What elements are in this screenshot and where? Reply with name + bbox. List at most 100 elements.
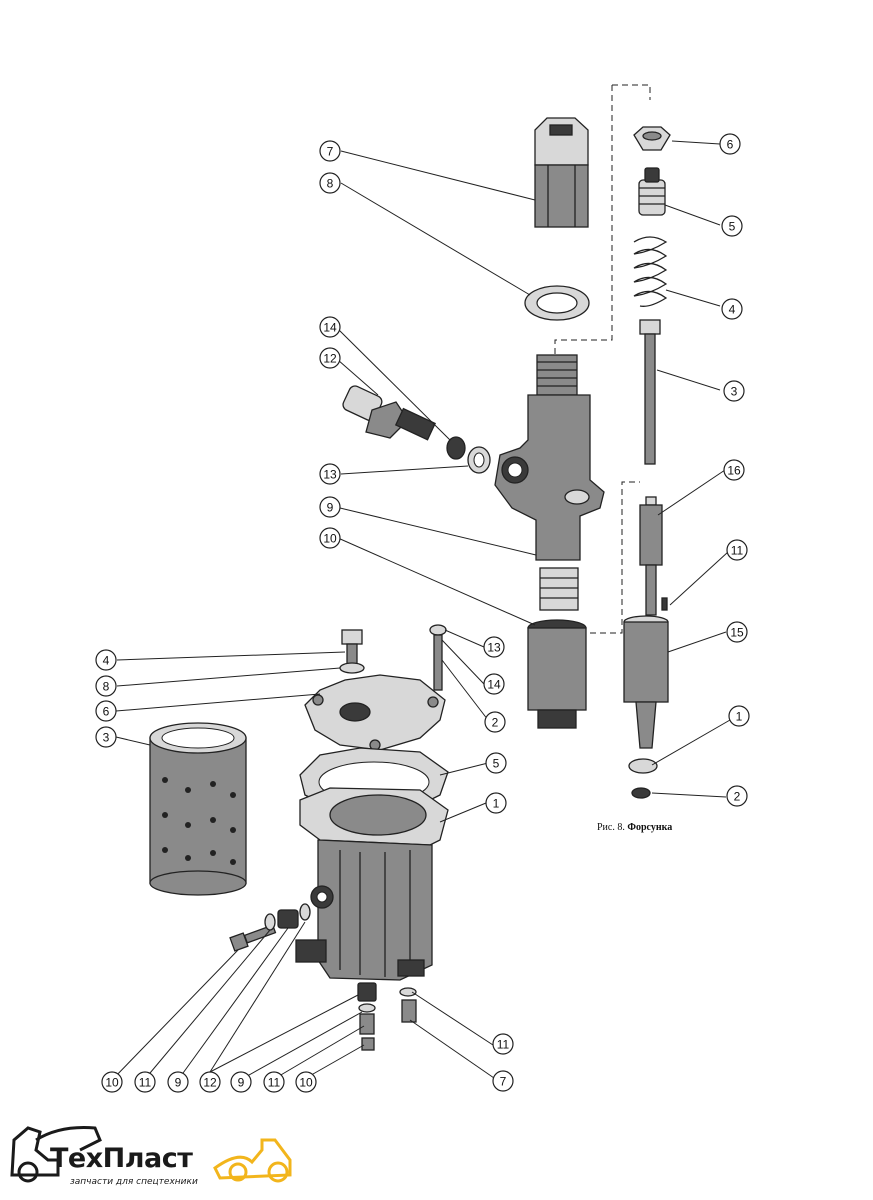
callout-number: 7 [327,145,334,159]
caption-prefix: Рис. 8. [597,822,625,833]
callout-filter-15: 12 [199,1071,221,1093]
callout-filter-7: 2 [484,711,506,733]
callout-number: 4 [729,303,736,317]
callout-injector-4: 3 [723,380,745,402]
callout-filter-1: 4 [95,649,117,671]
part-stud [429,624,447,691]
callout-injector-3: 4 [721,298,743,320]
part-rod-3 [639,319,661,465]
callout-number: 9 [327,501,334,515]
callout-number: 2 [734,790,741,804]
part-spring-4 [633,236,668,307]
part-cover-6 [304,674,446,751]
callout-injector-16: 2 [726,785,748,807]
callout-number: 13 [487,641,501,655]
callout-filter-14: 9 [167,1071,189,1093]
callout-injector-13: 11 [726,539,748,561]
callout-number: 11 [731,544,744,558]
part-seal-2 [631,787,651,799]
callout-number: 11 [268,1076,281,1090]
callout-number: 10 [299,1076,313,1090]
part-bolt-4 [341,629,363,665]
caption-title: Форсунка [627,822,673,833]
logo-text: ТехПласт [50,1143,193,1174]
callout-injector-6: 8 [319,172,341,194]
callout-number: 7 [500,1075,507,1089]
callout-number: 8 [327,177,334,191]
callout-number: 6 [103,705,110,719]
callout-injector-1: 6 [719,133,741,155]
part-bottom-fittings [357,982,417,1051]
callout-number: 4 [103,654,110,668]
callout-number: 8 [103,680,110,694]
part-washer-8 [524,285,590,321]
callout-number: 13 [323,468,337,482]
part-injector-body [494,354,605,611]
part-cap-nut-7 [534,117,589,228]
part-gasket-13 [467,446,491,474]
callout-filter-3: 6 [95,700,117,722]
part-washer-8b [339,662,365,674]
callout-filter-12: 10 [101,1071,123,1093]
callout-filter-18: 10 [295,1071,317,1093]
callout-injector-15: 1 [728,705,750,727]
part-nozzle-nut-10 [527,619,587,729]
part-nut-6 [633,126,671,151]
callout-number: 1 [736,710,743,724]
callout-number: 12 [323,352,337,366]
assembly-guide-body [554,85,613,355]
callout-number: 15 [730,626,744,640]
assembly-guide-top [612,84,651,100]
part-side-fittings [229,903,311,952]
callout-filter-5: 13 [483,636,505,658]
callout-filter-13: 11 [134,1071,156,1093]
callout-filter-6: 14 [483,673,505,695]
callout-injector-12: 16 [723,459,745,481]
callout-number: 14 [487,678,501,692]
callout-number: 10 [105,1076,119,1090]
callout-filter-4: 3 [95,726,117,748]
callout-number: 11 [139,1076,152,1090]
part-needle-16 [639,496,663,616]
callout-number: 5 [729,220,736,234]
callout-injector-5: 7 [319,140,341,162]
part-small-filter-14 [446,436,466,460]
part-washer-1 [628,758,658,774]
callout-injector-9: 13 [319,463,341,485]
callout-filter-11: 7 [492,1070,514,1092]
callout-injector-2: 5 [721,215,743,237]
callout-number: 9 [175,1076,182,1090]
callout-filter-10: 11 [492,1033,514,1055]
callout-number: 5 [493,757,500,771]
part-pin-11 [661,597,668,611]
figure-caption: Рис. 8. Форсунка [597,822,672,833]
callout-filter-8: 5 [485,752,507,774]
callout-number: 14 [323,321,337,335]
techplast-logo-graphic [10,1126,292,1183]
callout-injector-7: 14 [319,316,341,338]
callout-number: 12 [203,1076,217,1090]
callout-number: 1 [493,797,500,811]
filter-assembly [149,624,449,1051]
assembly-guide-nozzle [590,481,640,634]
logo-subtitle: запчасти для спецтехники [70,1177,198,1187]
callout-injector-8: 12 [319,347,341,369]
callout-filter-16: 9 [230,1071,252,1093]
callout-filter-9: 1 [485,792,507,814]
part-filter-element-3 [149,722,247,896]
callout-number: 9 [238,1076,245,1090]
callout-number: 6 [727,138,734,152]
callout-number: 11 [497,1038,510,1052]
callout-number: 3 [103,731,110,745]
part-nozzle-15 [623,615,669,749]
callout-number: 16 [727,464,741,478]
callout-injector-10: 9 [319,496,341,518]
injector-assembly [342,84,671,799]
part-screw-5 [638,167,666,216]
callout-injector-14: 15 [726,621,748,643]
leader-lines [111,140,731,1081]
part-housing-1 [295,787,449,981]
callout-filter-2: 8 [95,675,117,697]
